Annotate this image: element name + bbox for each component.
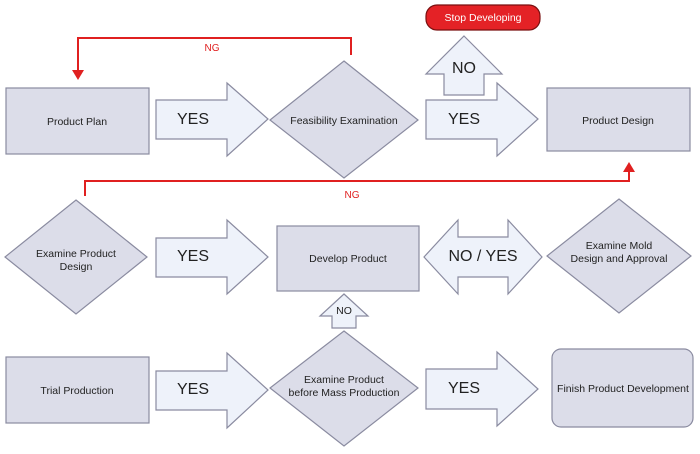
ng-label-top: NG [205, 43, 220, 54]
examine-mass-label-2: before Mass Production [289, 387, 400, 399]
finish-development-label: Finish Product Development [557, 383, 689, 395]
yes-arrow-4 [155, 351, 269, 430]
ng-feedback-middle [84, 162, 635, 196]
yes-arrow-5-label: YES [448, 380, 480, 397]
no-up-arrow-1-label: NO [452, 60, 476, 77]
no-yes-arrow-label: NO / YES [448, 248, 517, 265]
stop-developing-label: Stop Developing [444, 12, 521, 24]
no-up-arrow-2-label: NO [336, 305, 352, 317]
feasibility-label: Feasibility Examination [290, 115, 398, 127]
examine-mold-diamond [546, 198, 692, 314]
examine-mass-diamond [269, 330, 419, 447]
examine-design-label-2: Design [60, 261, 93, 273]
examine-mass-label-1: Examine Product [304, 374, 384, 386]
yes-arrow-2 [425, 81, 539, 158]
yes-arrow-4-label: YES [177, 381, 209, 398]
stop-developing-terminal [425, 4, 541, 31]
develop-product-box [276, 225, 420, 292]
product-design-box [546, 87, 691, 152]
no-up-arrow-1 [424, 35, 504, 96]
examine-design-diamond [4, 199, 148, 315]
product-plan-box [5, 87, 150, 155]
ng-feedback-top [72, 37, 352, 80]
examine-mold-label-2: Design and Approval [571, 253, 668, 265]
product-plan-label: Product Plan [47, 116, 107, 128]
develop-product-label: Develop Product [309, 253, 387, 265]
trial-production-label: Trial Production [40, 385, 113, 397]
feasibility-diamond [269, 60, 419, 179]
trial-production-box [5, 356, 150, 424]
yes-arrow-3 [155, 218, 269, 296]
yes-arrow-5 [425, 350, 539, 428]
ng-label-middle: NG [345, 190, 360, 201]
yes-arrow-2-label: YES [448, 111, 480, 128]
examine-design-label-1: Examine Product [36, 248, 116, 260]
examine-mold-label-1: Examine Mold [586, 240, 653, 252]
no-yes-double-arrow [423, 218, 543, 296]
finish-development-box [551, 348, 694, 428]
yes-arrow-1-label: YES [177, 111, 209, 128]
yes-arrow-1 [155, 81, 269, 158]
yes-arrow-3-label: YES [177, 248, 209, 265]
no-up-arrow-2 [318, 293, 370, 329]
product-design-label: Product Design [582, 115, 654, 127]
